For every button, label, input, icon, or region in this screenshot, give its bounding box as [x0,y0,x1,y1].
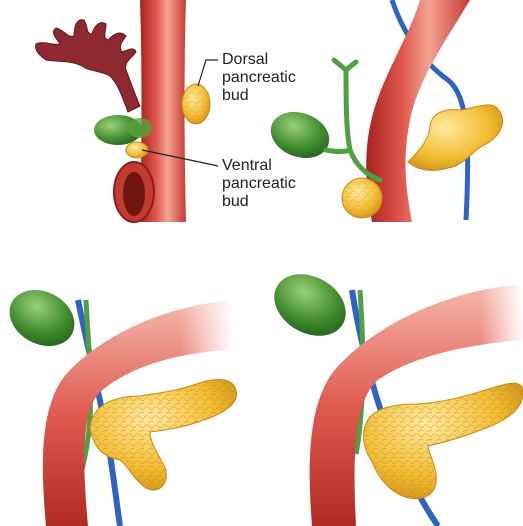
dorsal-label-line-1: Dorsal [222,51,296,69]
ventral-label-line-3: bud [222,193,296,211]
gallbladder [0,279,84,357]
hepatic-diverticulum [36,20,140,112]
dorsal-pancreas [408,105,503,171]
ventral-label: Ventral pancreatic bud [222,157,296,211]
panel-4 [263,262,523,526]
dorsal-label-line-2: pancreatic [222,69,296,87]
panel-3 [0,279,237,526]
panel-2 [264,0,502,222]
dorsal-label-line-3: bud [222,87,296,105]
gallbladder [263,262,357,348]
ventral-label-line-2: pancreatic [222,175,296,193]
dorsal-label: Dorsal pancreatic bud [222,51,296,105]
dorsal-leader-line [198,60,218,86]
ventral-label-line-1: Ventral [222,157,296,175]
panel-1 [36,0,218,222]
